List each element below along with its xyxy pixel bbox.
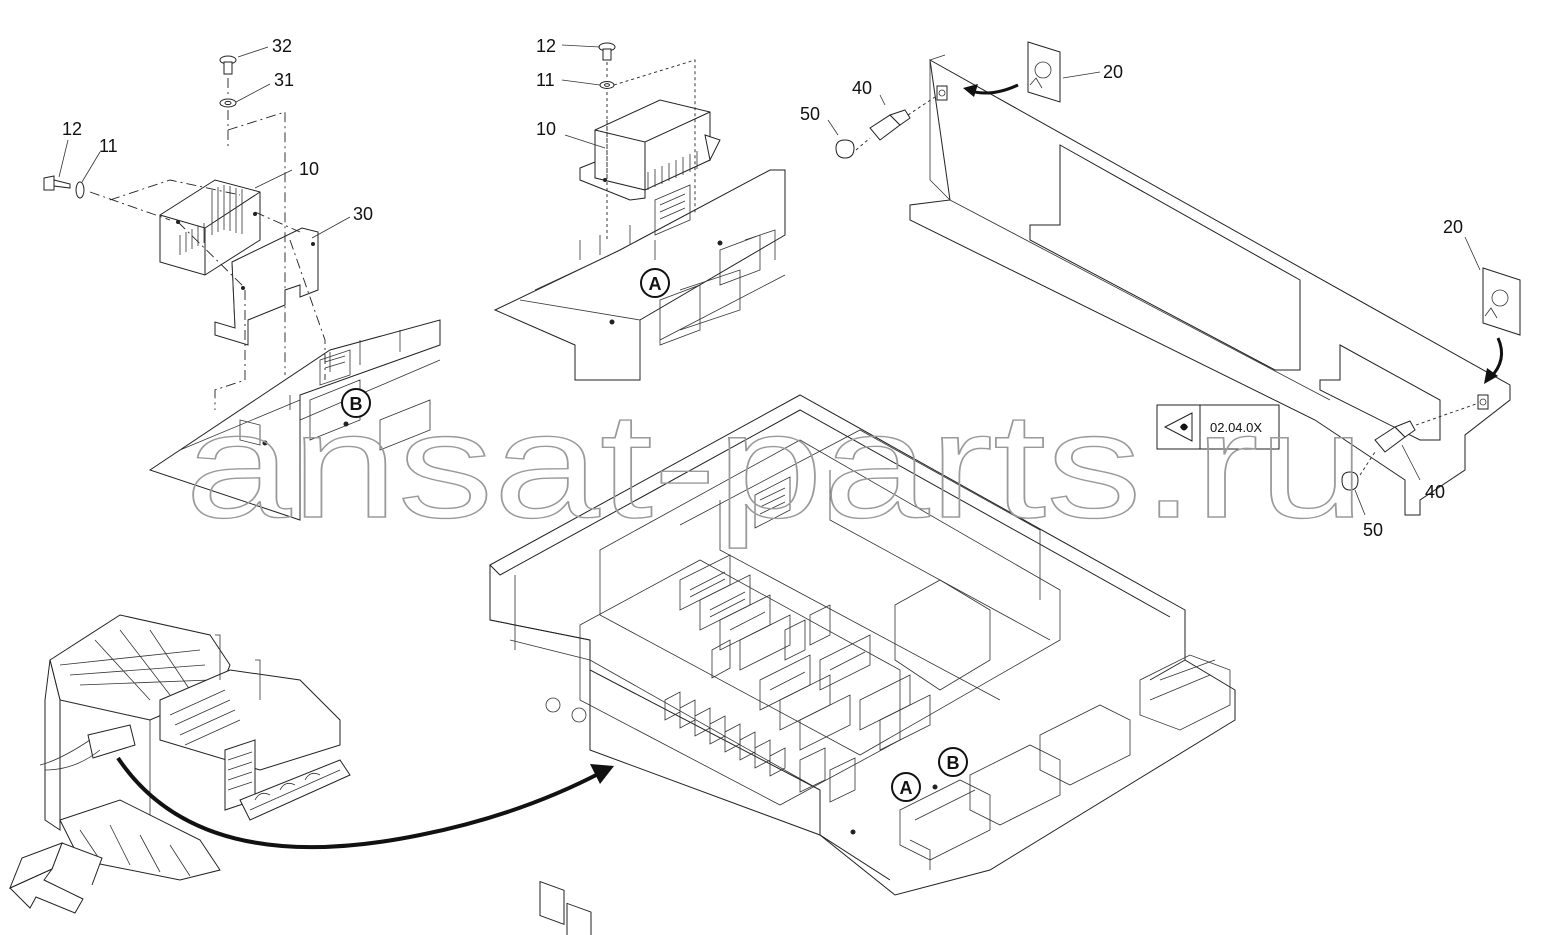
svg-text:A: A [649,274,662,294]
watermark: ansat-parts.ru [185,381,1365,549]
callout-11-left: 11 [99,136,118,156]
relay-block-10-top [579,99,721,201]
callout-31: 31 [274,70,294,90]
callout-40-right: 40 [1425,482,1445,502]
sockets [539,697,592,935]
assembly-detail-b [43,46,441,521]
screw-12-side [43,175,71,191]
plug-50-top [835,139,855,159]
cutout-right [1477,394,1489,410]
fuse-board [579,554,931,806]
right-panel-assembly [827,41,1521,516]
svg-text:B: B [947,753,960,773]
paver-machine-overview [39,614,351,881]
callout-50-right: 50 [1363,520,1383,540]
washer-11-side [75,181,85,199]
detail-marker-a-top: A [640,268,670,298]
washer-31 [219,98,237,108]
callout-20-top: 20 [1103,62,1123,82]
screw-32 [219,55,237,75]
callout-40-top: 40 [852,78,872,98]
assembly-detail-a [493,42,786,381]
callout-50-top: 50 [800,104,820,124]
callout-30: 30 [353,204,373,224]
svg-text:B: B [350,394,363,414]
main-control-box [489,394,1236,935]
decal-20-top [1027,41,1061,103]
plug-50-right [1341,471,1359,491]
callout-11-top: 11 [536,70,555,90]
connectors-front [899,654,1231,870]
cutout-top [936,85,948,101]
detail-marker-b-left: B [341,388,371,418]
location-arrow [116,756,603,850]
callout-12-left: 12 [62,119,82,139]
callout-20-right: 20 [1443,217,1463,237]
decal-20-right [1482,267,1521,336]
callout-12-top: 12 [536,36,556,56]
callout-32: 32 [272,36,292,56]
lamp-socket-40-right [1374,420,1416,453]
washer-11-top [599,81,615,89]
svg-text:A: A [900,778,913,798]
reference-box: 02.04.0X [1156,404,1280,450]
callout-10-top: 10 [536,119,556,139]
detail-marker-a-main: A [891,772,921,802]
reference-code: 02.04.0X [1210,420,1262,435]
lamp-socket-40-top [869,109,911,141]
callout-10-left: 10 [299,159,319,179]
screw-12-top [598,42,616,61]
eye-view-icon [1163,412,1193,442]
detail-marker-b-main: B [938,747,968,777]
relay-block-10 [159,179,261,276]
